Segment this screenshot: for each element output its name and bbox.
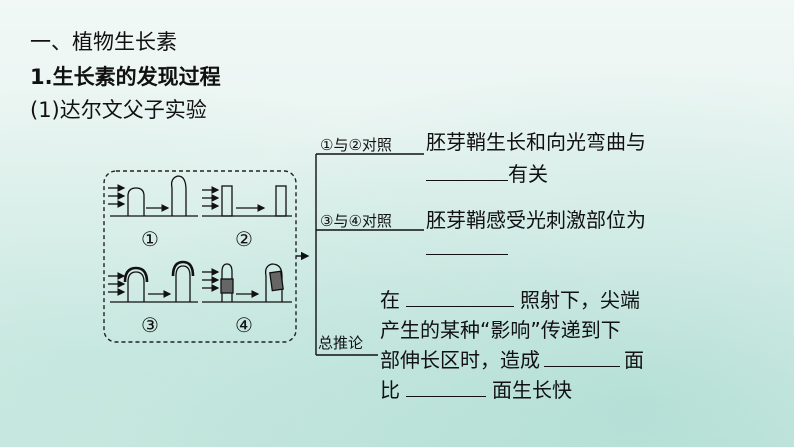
- summary-prefix-1: 在: [380, 288, 400, 312]
- answer-blank[interactable]: [544, 348, 620, 367]
- panel-label-1: ①: [141, 227, 159, 251]
- summary-line4: 比 面生长快: [380, 374, 572, 403]
- conclusion-1-suffix: 有关: [508, 162, 548, 186]
- summary-suffix-1: 照射下，尖端: [520, 288, 640, 312]
- coleoptile-2: [202, 185, 292, 217]
- connector-lines: [296, 153, 424, 356]
- conclusion-1-line1: 胚芽鞘生长和向光弯曲与: [426, 130, 646, 154]
- answer-blank[interactable]: [406, 288, 514, 307]
- summary-prefix-4: 比: [380, 378, 400, 402]
- answer-blank[interactable]: [406, 378, 486, 397]
- summary-line2: 产生的某种“影响”传递到下: [380, 318, 621, 342]
- coleoptile-3: [108, 260, 198, 303]
- conclusion-2-line1: 胚芽鞘感受光刺激部位为: [426, 208, 646, 232]
- branch-label-summary: 总推论: [318, 334, 364, 352]
- panel-label-3: ③: [141, 313, 159, 337]
- panel-label-4: ④: [235, 313, 253, 337]
- answer-blank[interactable]: [426, 162, 508, 181]
- coleoptile-4: [202, 263, 292, 303]
- conclusion-2-line2: [426, 236, 508, 260]
- experiment-title: (1)达尔文父子实验: [30, 98, 207, 122]
- coleoptile-1: [108, 175, 198, 217]
- branch-label-1-2: ①与②对照: [320, 136, 392, 154]
- summary-suffix-4: 面生长快: [492, 378, 572, 402]
- summary-line1: 在 照射下，尖端: [380, 284, 640, 313]
- summary-prefix-3: 部伸长区时，造成: [380, 348, 540, 372]
- summary-suffix-3: 面: [624, 348, 644, 372]
- branch-label-3-4: ③与④对照: [320, 212, 392, 230]
- summary-line3: 部伸长区时，造成 面: [380, 344, 644, 373]
- answer-blank[interactable]: [426, 236, 508, 255]
- coleoptile-panel-frame: [103, 170, 297, 343]
- conclusion-1-line2: 有关: [426, 158, 548, 187]
- section-heading: 一、植物生长素: [30, 30, 177, 54]
- panel-label-2: ②: [235, 227, 253, 251]
- subsection-heading: 1.生长素的发现过程: [30, 65, 221, 89]
